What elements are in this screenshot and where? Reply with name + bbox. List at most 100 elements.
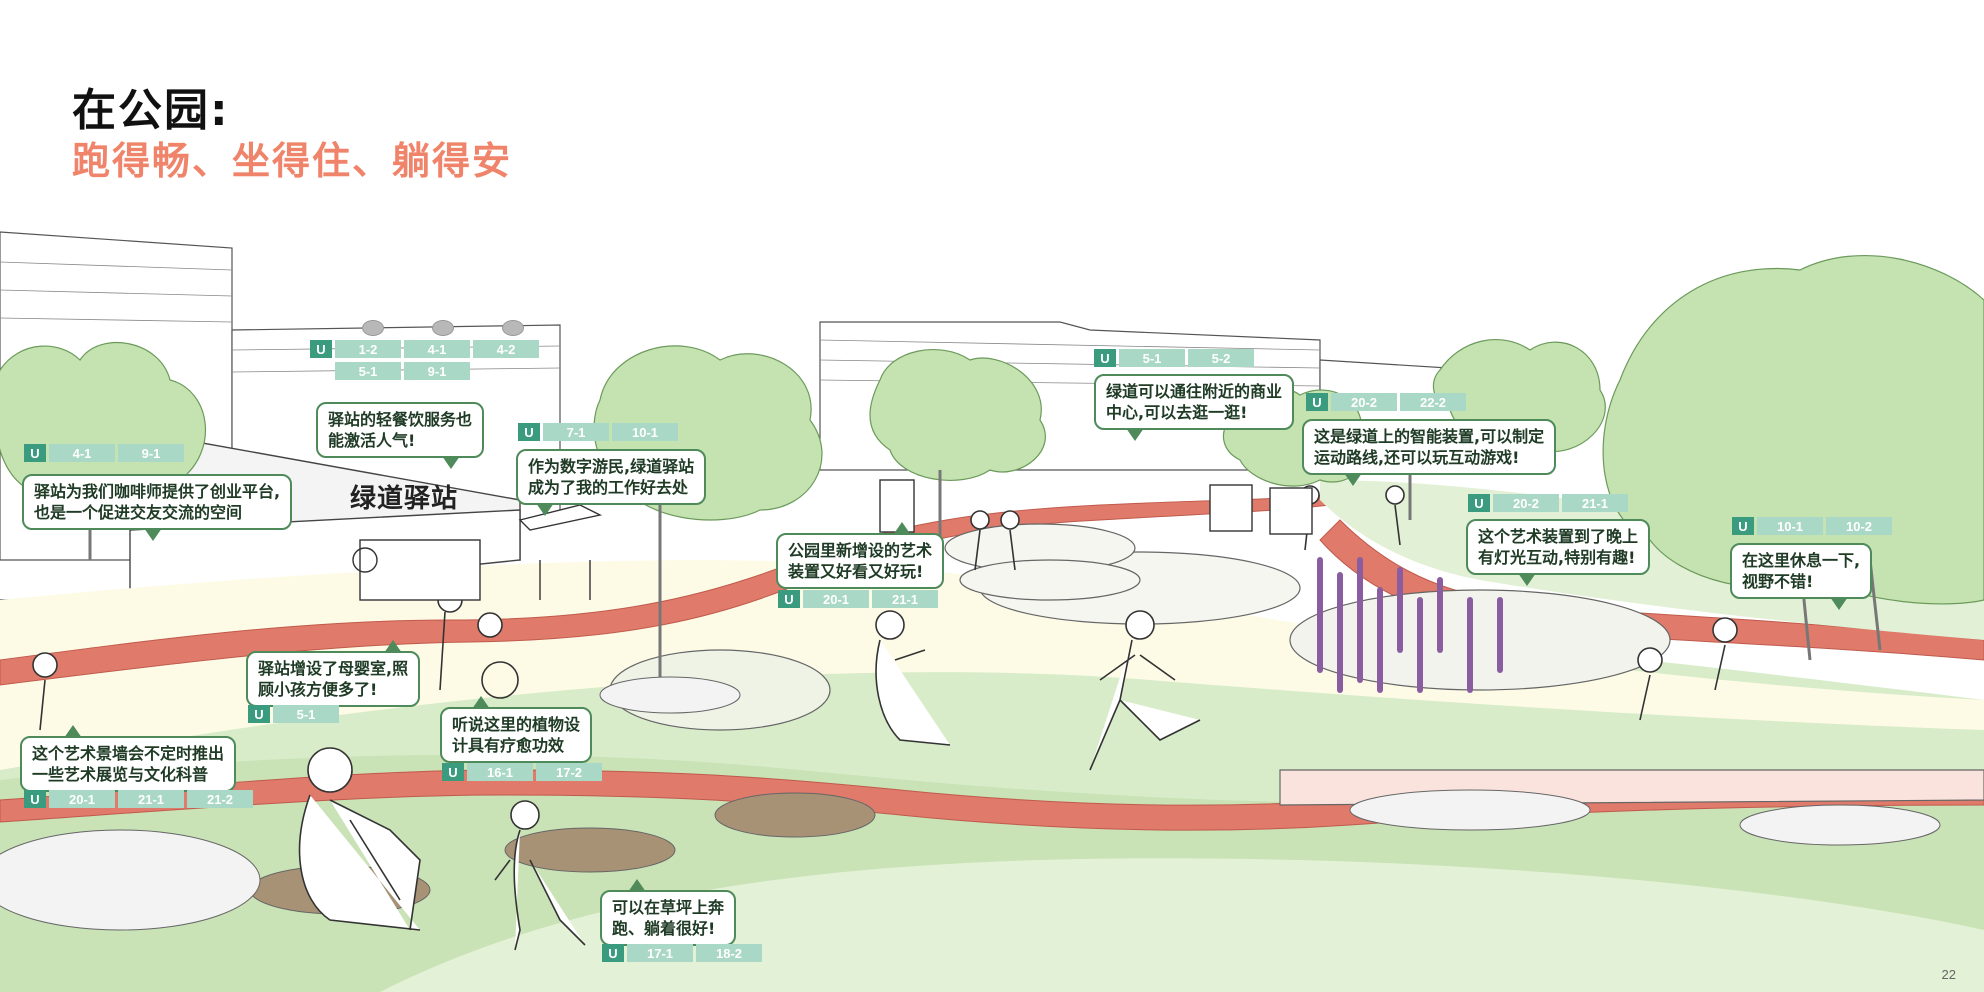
tag: 18-2 — [696, 944, 762, 962]
tag-u: U — [248, 705, 270, 723]
tag-u: U — [24, 790, 46, 808]
kids-figure — [970, 510, 1020, 571]
tag-u: U — [442, 763, 464, 781]
tag-row: U 16-1 17-2 — [442, 763, 602, 781]
tag: 7-1 — [543, 423, 609, 441]
plaza-platforms — [609, 523, 1984, 806]
speech-bubble: 公园里新增设的艺术 装置又好看又好玩! — [776, 522, 945, 589]
station-sign: 绿道驿站 — [350, 484, 459, 514]
bubble-line: 驿站为我们咖啡师提供了创业平台, — [34, 482, 281, 501]
tag: 21-2 — [187, 790, 253, 808]
tag: 20-2 — [1493, 494, 1559, 512]
bubble-line: 中心,可以去逛一逛! — [1106, 403, 1248, 422]
bubble-line: 这个艺术装置到了晚上 — [1478, 527, 1639, 546]
tag: 21-1 — [872, 590, 938, 608]
bubble-line: 驿站的轻餐饮服务也 — [328, 410, 473, 429]
bubble-line: 运动路线,还可以玩互动游戏! — [1314, 448, 1520, 467]
tag-u: U — [1468, 494, 1490, 512]
trees — [0, 254, 1984, 605]
bubble-line: 这个艺术景墙会不定时推出 — [32, 744, 225, 763]
tag: 5-1 — [335, 362, 401, 380]
tag-row: U 20-1 21-1 21-2 — [24, 790, 253, 808]
page-subtitle: 跑得畅、坐得住、躺得安 — [72, 139, 513, 183]
tag-row: U 1-2 4-1 4-2 — [310, 340, 539, 358]
wall-viewer-figure — [32, 652, 58, 731]
tag: 10-2 — [1826, 517, 1892, 535]
planting — [0, 676, 1941, 931]
avatar-icon — [432, 320, 454, 336]
bubble-line: 也是一个促进交友交流的空间 — [34, 503, 243, 522]
tag: 22-2 — [1400, 393, 1466, 411]
tag: 21-1 — [1562, 494, 1628, 512]
tag-u: U — [518, 423, 540, 441]
art-installation — [1317, 557, 1503, 693]
tag-row: U 5-1 — [248, 705, 339, 723]
bubble-line: 计具有疗愈功效 — [452, 736, 565, 755]
speech-bubble: 作为数字游民,绿道驿站 成为了我的工作好去处 — [516, 449, 707, 516]
tag-u: U — [1306, 393, 1328, 411]
tag-u: U — [1094, 349, 1116, 367]
tag-u: U — [602, 944, 624, 962]
bubble-line: 听说这里的植物设 — [452, 715, 581, 734]
tag: 1-2 — [335, 340, 401, 358]
tag-u: U — [778, 590, 800, 608]
bubble-line: 跑、躺着很好! — [612, 919, 716, 938]
child-figure — [494, 800, 586, 951]
tag-row: U 20-1 21-1 — [778, 590, 938, 608]
bench-people-figure — [1637, 617, 1738, 721]
speech-bubble: 驿站为我们咖啡师提供了创业平台, 也是一个促进交友交流的空间 — [22, 474, 293, 541]
tag: 17-2 — [536, 763, 602, 781]
tag-row: U 20-2 21-1 — [1468, 494, 1628, 512]
tag: 4-2 — [473, 340, 539, 358]
tag: 4-1 — [404, 340, 470, 358]
speech-bubble: 这个艺术景墙会不定时推出 一些艺术展览与文化科普 — [20, 725, 237, 792]
bubble-line: 视野不错! — [1742, 572, 1814, 591]
tag: 20-1 — [803, 590, 869, 608]
tag: 4-1 — [49, 444, 115, 462]
speech-bubble: 这是绿道上的智能装置,可以制定 运动路线,还可以玩互动游戏! — [1302, 419, 1557, 486]
speech-bubble: 驿站的轻餐饮服务也 能激活人气! — [316, 402, 485, 469]
speech-bubble: 这个艺术装置到了晚上 有灯光互动,特别有趣! — [1466, 519, 1651, 586]
speech-bubble: 可以在草坪上奔 跑、躺着很好! — [600, 879, 737, 946]
tag: 9-1 — [404, 362, 470, 380]
tag-u: U — [24, 444, 46, 462]
speech-bubble: 听说这里的植物设 计具有疗愈功效 — [440, 696, 593, 763]
bubble-line: 驿站增设了母婴室,照 — [258, 659, 409, 678]
tag: 17-1 — [627, 944, 693, 962]
tag-row: U 17-1 18-2 — [602, 944, 762, 962]
bubble-line: 可以在草坪上奔 — [612, 898, 725, 917]
tag: 9-1 — [118, 444, 184, 462]
bubble-line: 能激活人气! — [328, 431, 416, 450]
bubble-line: 装置又好看又好玩! — [788, 562, 924, 581]
bubble-line: 一些艺术展览与文化科普 — [32, 765, 209, 784]
bubble-line: 成为了我的工作好去处 — [528, 478, 689, 497]
bubble-line: 顾小孩方便多了! — [258, 680, 378, 699]
avatar-icon — [502, 320, 524, 336]
bubble-line: 这是绿道上的智能装置,可以制定 — [1314, 427, 1545, 446]
tag: 21-1 — [118, 790, 184, 808]
speech-bubble: 绿道可以通往附近的商业 中心,可以去逛一逛! — [1094, 374, 1295, 441]
runner-figure — [1089, 610, 1201, 771]
tag-u: U — [310, 340, 332, 358]
tag: 5-2 — [1188, 349, 1254, 367]
speech-bubble: 驿站增设了母婴室,照 顾小孩方便多了! — [246, 640, 421, 707]
bubble-line: 作为数字游民,绿道驿站 — [528, 457, 695, 476]
tag: 20-1 — [49, 790, 115, 808]
tag-row: U 4-1 9-1 — [24, 444, 184, 462]
speech-bubble: 在这里休息一下, 视野不错! — [1730, 543, 1873, 610]
bubble-line: 公园里新增设的艺术 — [788, 541, 933, 560]
tag-row: U 7-1 10-1 — [518, 423, 678, 441]
tag: 10-1 — [612, 423, 678, 441]
bubble-line: 在这里休息一下, — [1742, 551, 1861, 570]
tag-row: 5-1 9-1 — [335, 362, 470, 380]
bubble-line: 有灯光互动,特别有趣! — [1478, 548, 1636, 567]
tag: 16-1 — [467, 763, 533, 781]
seated-woman-figure — [875, 610, 951, 746]
page-number: 22 — [1941, 967, 1956, 982]
sitting-man-figure — [298, 747, 421, 931]
tag-row: U 5-1 5-2 — [1094, 349, 1254, 367]
page-title: 在公园: — [72, 85, 230, 136]
tag: 20-2 — [1331, 393, 1397, 411]
tag: 10-1 — [1757, 517, 1823, 535]
avatar-icon — [362, 320, 384, 336]
